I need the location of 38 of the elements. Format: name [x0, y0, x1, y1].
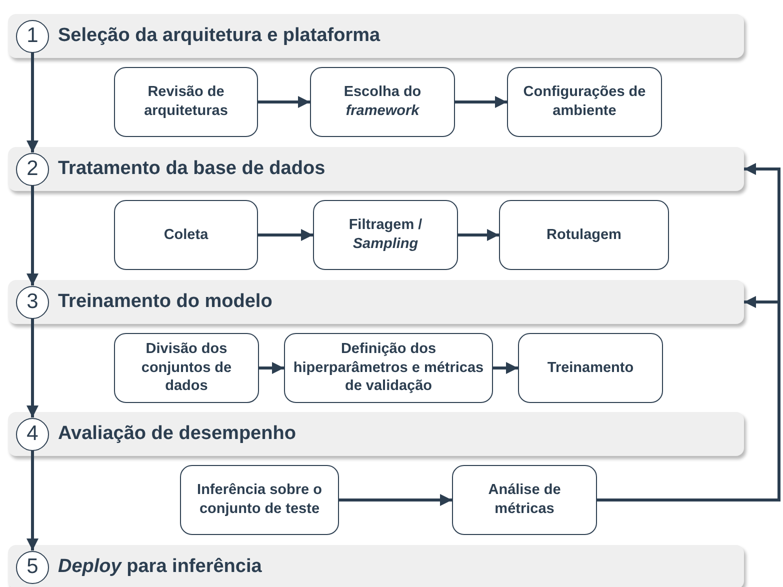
process-box: Rotulagem: [499, 200, 669, 270]
process-box: Definição dos hiperparâmetros e métricas de validação: [284, 333, 493, 403]
process-box: Filtragem / Sampling: [313, 200, 458, 270]
arrow: [258, 229, 313, 241]
stage-band: [8, 147, 744, 191]
stage-title: Seleção da arquitetura e plataforma: [58, 25, 380, 47]
process-box: Coleta: [114, 200, 258, 270]
process-box: Análise de métricas: [452, 465, 597, 535]
step-number-circle: 2: [16, 152, 49, 186]
arrow: [597, 296, 780, 502]
arrow: [339, 494, 452, 506]
stage-title: Treinamento do modelo: [58, 291, 272, 313]
arrow: [26, 52, 38, 152]
stage-band: [8, 14, 744, 58]
arrow: [26, 318, 38, 418]
step-number-circle: 5: [16, 550, 49, 584]
process-box: Divisão dos conjuntos de dados: [114, 333, 259, 403]
stage-title: Deploy para inferência: [58, 556, 262, 578]
process-box: Treinamento: [518, 333, 663, 403]
process-box: Inferência sobre o conjunto de teste: [180, 465, 339, 535]
stage-title: Avaliação de desempenho: [58, 423, 296, 445]
arrow: [455, 96, 507, 108]
arrow: [258, 96, 310, 108]
arrow: [26, 450, 38, 550]
arrow: [259, 362, 284, 374]
step-number-circle: 3: [16, 286, 49, 318]
arrow: [26, 186, 38, 286]
process-box: Configurações de ambiente: [507, 67, 662, 137]
stage-title: Tratamento da base de dados: [58, 158, 326, 180]
stage-band: [8, 545, 744, 587]
arrow: [493, 362, 518, 374]
stage-band: [8, 412, 744, 456]
step-number-circle: 4: [16, 418, 49, 450]
stage-band: [8, 280, 744, 324]
process-box: Revisão de arquiteturas: [114, 67, 258, 137]
process-box: Escolha do framework: [310, 67, 455, 137]
arrow: [458, 229, 499, 241]
step-number-circle: 1: [16, 20, 49, 52]
